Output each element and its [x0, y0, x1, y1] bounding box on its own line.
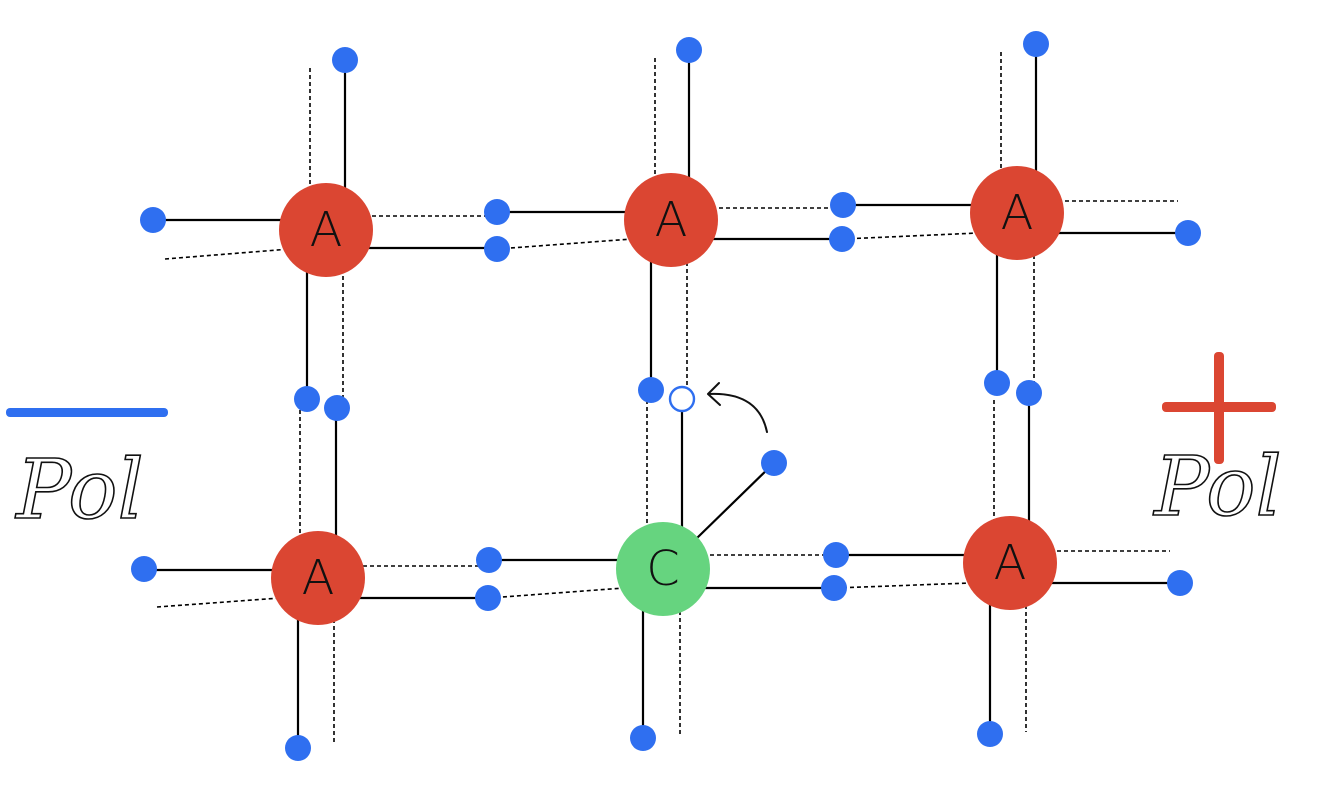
atom-5: C: [616, 522, 710, 616]
electrons: [131, 31, 1201, 761]
electron: [630, 725, 656, 751]
atom-1-circle: [279, 183, 373, 277]
electron: [475, 585, 501, 611]
atom-5-circle: [616, 522, 710, 616]
plus-sign-vertical: [1214, 352, 1224, 464]
electron: [638, 377, 664, 403]
atom-2-circle: [624, 173, 718, 267]
electron: [332, 47, 358, 73]
atom-1: A: [279, 183, 373, 277]
atom-3: A: [970, 166, 1064, 260]
electron: [484, 236, 510, 262]
electron: [977, 721, 1003, 747]
electron: [324, 395, 350, 421]
electron: [984, 370, 1010, 396]
curved-arrow-icon: [707, 382, 768, 433]
atom-5-label: C: [646, 541, 680, 597]
electron: [829, 226, 855, 252]
atom-6: A: [963, 516, 1057, 610]
electron: [294, 386, 320, 412]
atom-4-circle: [271, 531, 365, 625]
left-pole: Pol: [6, 408, 168, 539]
electron: [131, 556, 157, 582]
electron: [821, 575, 847, 601]
atom-4: A: [271, 531, 365, 625]
electron: [285, 735, 311, 761]
electron: [476, 547, 502, 573]
left-pole-label: Pol: [14, 443, 143, 538]
atom-2-label: A: [655, 192, 688, 248]
electron: [676, 37, 702, 63]
dashed-bond-lines: [156, 52, 1178, 745]
atom-6-label: A: [994, 535, 1027, 591]
bond-lines: [144, 44, 1188, 748]
electron: [140, 207, 166, 233]
electron: [761, 450, 787, 476]
atom-4-label: A: [302, 550, 335, 606]
electron: [484, 199, 510, 225]
right-pole-label: Pol: [1152, 440, 1281, 535]
electron: [1023, 31, 1049, 57]
right-pole: Pol: [1151, 352, 1283, 536]
electron: [1016, 380, 1042, 406]
electron: [1175, 220, 1201, 246]
atom-3-circle: [970, 166, 1064, 260]
minus-sign-icon: [6, 408, 168, 417]
electron: [1167, 570, 1193, 596]
atom-2: A: [624, 173, 718, 267]
hole-marker: [668, 385, 696, 413]
electron: [823, 542, 849, 568]
atom-3-label: A: [1001, 185, 1034, 241]
atom-6-circle: [963, 516, 1057, 610]
atom-1-label: A: [310, 202, 343, 258]
electron: [830, 192, 856, 218]
